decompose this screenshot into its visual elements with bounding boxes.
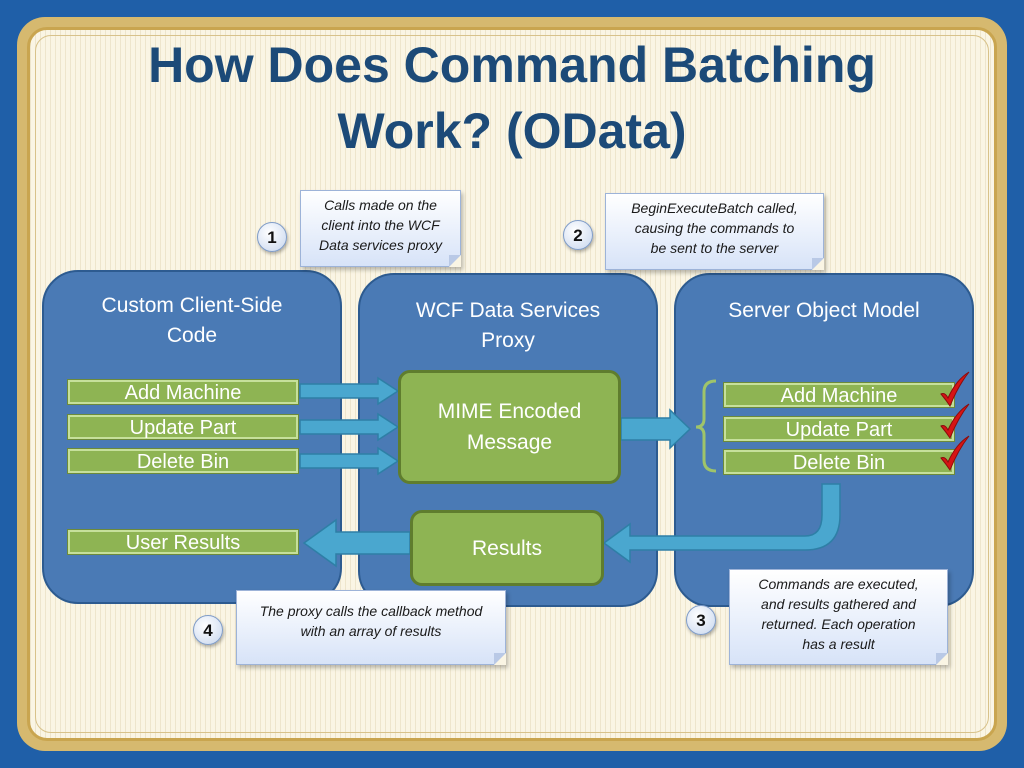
server-command-update-part: Update Part (724, 417, 954, 441)
step-1-line-2: client into the WCF (321, 217, 440, 233)
client-title-line-1: Custom Client-Side (101, 294, 283, 317)
proxy-panel-title: WCF Data Services Proxy (358, 296, 658, 356)
client-command-add-machine: Add Machine (68, 380, 298, 404)
mime-message-line-1: MIME Encoded (437, 400, 582, 423)
step-4-line-1: The proxy calls the callback method (259, 603, 483, 619)
red-checkmark-icon (940, 371, 970, 408)
server-panel-title: Server Object Model (674, 296, 974, 326)
step-3-line-2: and results gathered and (761, 596, 916, 612)
arrow-delete-bin (299, 446, 400, 476)
slide-title-line-2: Work? (OData) (337, 103, 687, 159)
server-command-delete-bin: Delete Bin (724, 450, 954, 474)
note-fold (936, 653, 948, 665)
note-fold (449, 255, 461, 267)
arrow-results-to-user (302, 518, 411, 568)
arrow-proxy-to-server (620, 408, 692, 450)
client-user-results: User Results (68, 530, 298, 554)
mime-encoded-message-box: MIME Encoded Message (398, 370, 621, 484)
step-note-4: The proxy calls the callback method with… (236, 590, 506, 665)
step-badge-3: 3 (686, 605, 716, 635)
proxy-results-label: Results (471, 536, 543, 560)
step-2-line-1: BeginExecuteBatch called, (631, 200, 798, 216)
step-1-line-3: Data services proxy (319, 237, 442, 253)
step-note-3: Commands are executed, and results gathe… (729, 569, 948, 665)
step-2-line-2: causing the commands to (634, 220, 795, 236)
step-4-line-2: with an array of results (300, 623, 442, 639)
arrow-update-part (299, 412, 400, 442)
slide-inner-border (35, 35, 989, 733)
step-2-line-3: be sent to the server (650, 240, 779, 256)
arrow-server-to-results (602, 483, 841, 564)
client-title-line-2: Code (166, 324, 218, 347)
step-note-2: BeginExecuteBatch called, causing the co… (605, 193, 824, 270)
proxy-title-line-1: WCF Data Services (415, 299, 601, 322)
client-command-update-part: Update Part (68, 415, 298, 439)
red-checkmark-icon (940, 403, 970, 440)
server-title-text: Server Object Model (728, 299, 920, 322)
note-fold (494, 653, 506, 665)
step-note-1: Calls made on the client into the WCF Da… (300, 190, 461, 267)
proxy-title-line-2: Proxy (481, 329, 535, 352)
mime-message-line-2: Message (466, 431, 553, 454)
step-badge-1: 1 (257, 222, 287, 252)
server-commands-bracket (695, 379, 717, 473)
step-3-line-1: Commands are executed, (758, 576, 919, 592)
step-1-line-1: Calls made on the (324, 197, 437, 213)
step-badge-4: 4 (193, 615, 223, 645)
server-command-add-machine: Add Machine (724, 383, 954, 407)
client-command-delete-bin: Delete Bin (68, 449, 298, 473)
red-checkmark-icon (940, 435, 970, 472)
step-3-line-3: returned. Each operation (761, 616, 916, 632)
proxy-results-box: Results (410, 510, 604, 586)
arrow-add-machine (299, 376, 400, 406)
client-panel-title: Custom Client-Side Code (42, 291, 342, 351)
note-fold (812, 258, 824, 270)
step-3-line-4: has a result (802, 636, 875, 652)
step-badge-2: 2 (563, 220, 593, 250)
slide-title-line-1: How Does Command Batching (148, 37, 876, 93)
